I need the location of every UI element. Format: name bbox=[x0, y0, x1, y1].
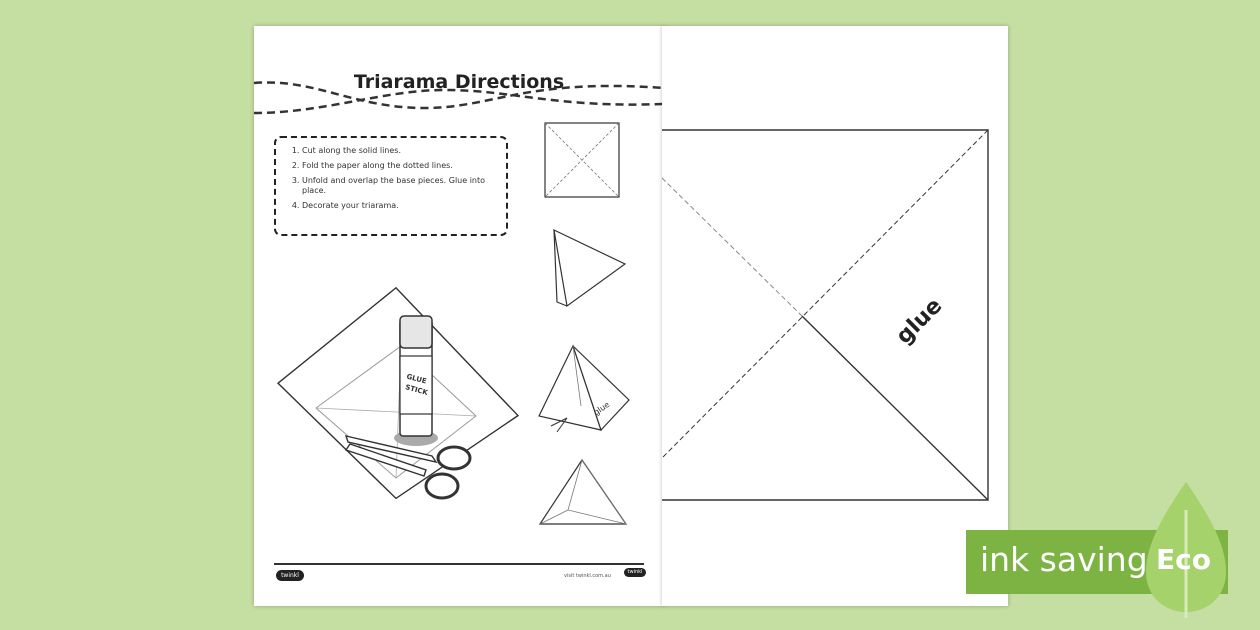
footer-url: visit twinkl.com.au bbox=[564, 573, 611, 579]
page-title: Triarama Directions bbox=[353, 71, 565, 93]
step-2: Fold the paper along the dotted lines. bbox=[302, 161, 498, 171]
footer-logo-small: twinkl bbox=[624, 568, 646, 577]
square-fold-diagram bbox=[544, 122, 620, 198]
glue-label: glue bbox=[892, 294, 948, 350]
directions-page: Triarama Directions Cut along the solid … bbox=[253, 26, 665, 606]
eco-label: Eco bbox=[1156, 543, 1211, 576]
scissors-icon bbox=[344, 435, 472, 500]
craft-illustration: GLUE STICK bbox=[276, 286, 520, 500]
step-1: Cut along the solid lines. bbox=[302, 146, 498, 156]
instructions-box: Cut along the solid lines. Fold the pape… bbox=[274, 136, 508, 236]
triarama-template: glue bbox=[661, 129, 989, 501]
triarama-glue-diagram: glue bbox=[538, 344, 630, 433]
ink-saving-text: ink saving bbox=[980, 540, 1148, 579]
triangle-fold-diagram bbox=[553, 228, 627, 308]
decorative-wavy-lines bbox=[253, 81, 665, 115]
finished-triarama-diagram bbox=[538, 458, 628, 525]
step-4: Decorate your triarama. bbox=[302, 201, 498, 211]
footer-logo: twinkl bbox=[276, 570, 304, 581]
footer-divider bbox=[274, 563, 644, 565]
template-page: glue bbox=[661, 26, 1008, 606]
step-3: Unfold and overlap the base pieces. Glue… bbox=[302, 176, 498, 196]
leaf-icon bbox=[1146, 482, 1226, 618]
